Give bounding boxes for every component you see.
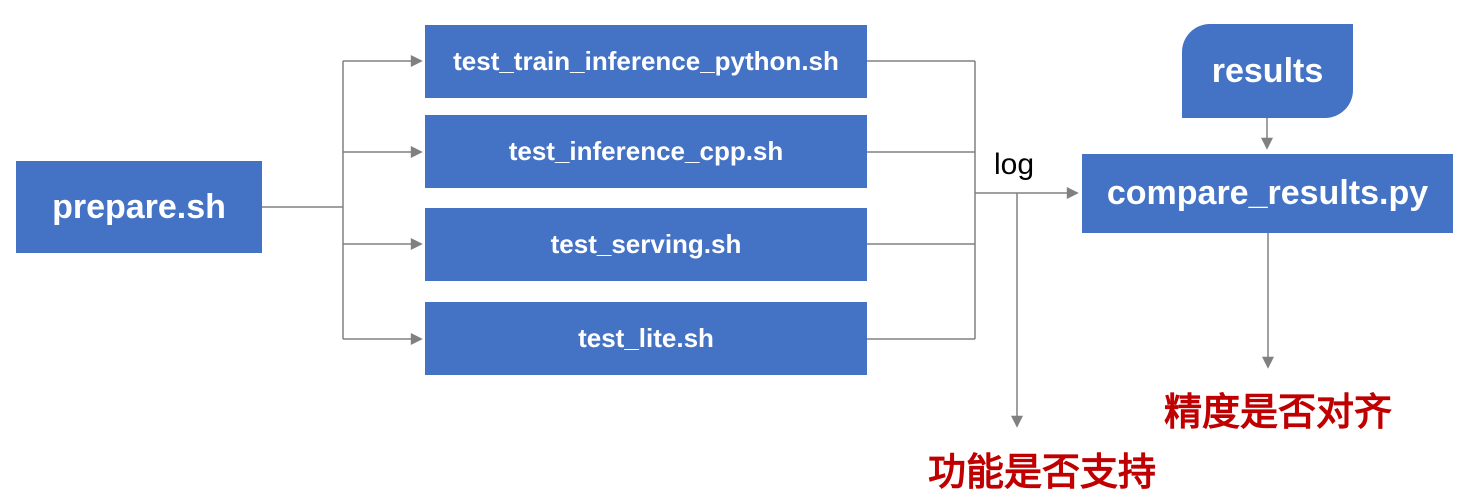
node-test-serving-sh: test_serving.sh (425, 208, 867, 281)
node-compare-results-py: compare_results.py (1082, 154, 1453, 233)
node-test-inference-cpp-sh: test_inference_cpp.sh (425, 115, 867, 188)
node-results-label: results (1211, 51, 1324, 90)
node-test-lite-sh-label: test_lite.sh (578, 323, 714, 353)
node-prepare-sh-label: prepare.sh (52, 187, 226, 226)
node-results: results (1182, 24, 1353, 118)
node-test-serving-sh-label: test_serving.sh (550, 229, 742, 259)
node-prepare-sh: prepare.sh (16, 161, 262, 253)
node-compare-results-py-label: compare_results.py (1106, 174, 1429, 212)
annotation-precision-aligned: 精度是否对齐 (1163, 392, 1392, 434)
node-test-train-inference-python-sh: test_train_inference_python.sh (425, 25, 867, 98)
annotation-function-support: 功能是否支持 (927, 452, 1156, 494)
log-edge-label: log (993, 148, 1035, 181)
node-test-inference-cpp-sh-label: test_inference_cpp.sh (508, 136, 784, 166)
node-test-lite-sh: test_lite.sh (425, 302, 867, 375)
node-test-train-inference-python-sh-label: test_train_inference_python.sh (453, 46, 839, 76)
